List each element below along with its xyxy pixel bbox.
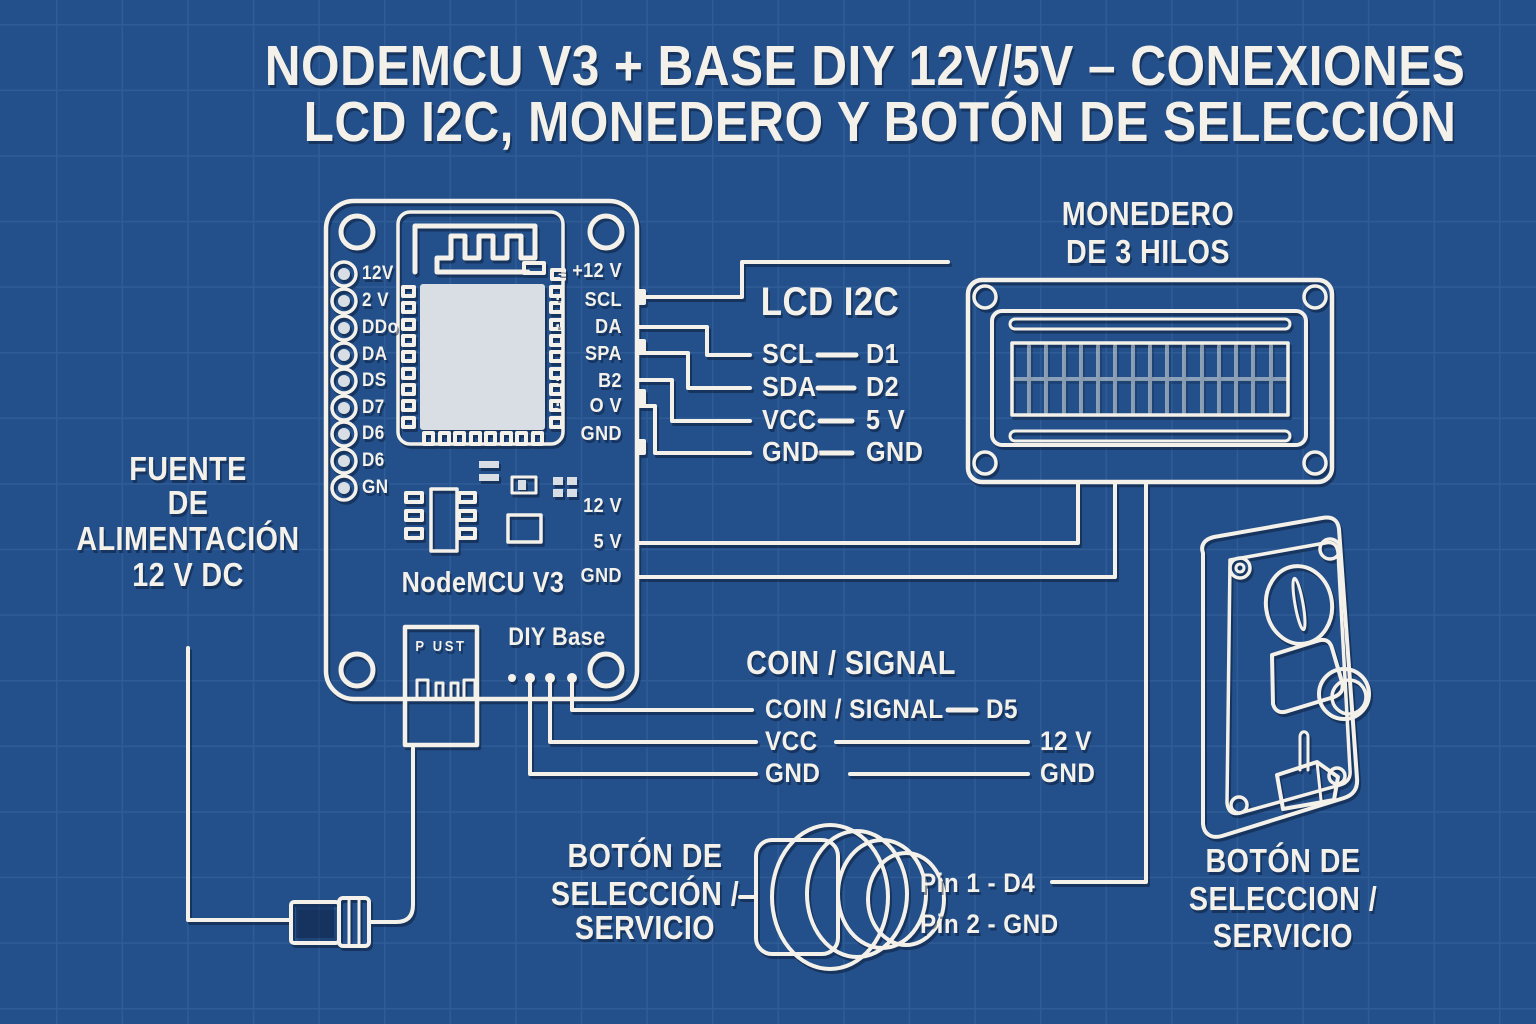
pin-label: GND: [580, 565, 622, 587]
mounting-hole-icon: [587, 651, 625, 689]
usb-connector-drawing: [402, 624, 480, 748]
pin-label: GN: [362, 477, 389, 498]
module-pads: [401, 261, 566, 446]
lcd-row-signal: SCL: [762, 338, 814, 369]
board-name-label: NodeMCU V3: [401, 567, 565, 599]
chip-icon: [506, 513, 543, 544]
pin-label: D7: [362, 397, 385, 418]
monedero-title: DE 3 HILOS: [1066, 233, 1230, 270]
wire-to-monedero-top: [635, 260, 950, 299]
lcd-row-pin: D1: [866, 338, 900, 369]
pin-label: +12 V: [572, 260, 622, 282]
wires-coin-section: [528, 681, 1030, 776]
pin-mark-icon: ▪: [556, 399, 560, 411]
wifi-antenna-icon: [412, 223, 538, 275]
wires-lcd-section: [635, 325, 859, 456]
coin-slot-icon: [1263, 564, 1335, 646]
pin-mark-icon: ▪: [556, 320, 560, 332]
mounting-hole-icon: [338, 213, 376, 251]
lcd-display-drawing: [965, 277, 1335, 485]
wires-power-to-lcd: [635, 482, 1117, 579]
mounting-hole-icon: [338, 651, 376, 689]
button-pin2-label: Pin 2 - GND: [920, 909, 1059, 939]
pin-label: B2: [598, 370, 622, 392]
pin-label: O V: [589, 395, 622, 417]
coin-row-signal: GND: [765, 758, 821, 788]
lcd-row-signal: GND: [762, 436, 820, 467]
pin-label: D6: [362, 450, 385, 471]
coin-row-pin: 12 V: [1040, 726, 1092, 756]
page-title-line1: NODEMCU V3 + BASE DIY 12V/5V – CONEXIONE…: [264, 34, 1466, 98]
pin-label: 12 V: [583, 495, 622, 517]
screw-icon: [972, 284, 998, 310]
power-supply-label: ALIMENTACIÓN: [76, 520, 300, 557]
lcd-row-pin: D2: [866, 371, 900, 402]
monedero-title: MONEDERO: [1061, 195, 1235, 232]
screw-icon: [1318, 537, 1342, 561]
coin-section-title: COIN / SIGNAL: [746, 644, 956, 681]
pin-label: 12V: [362, 263, 394, 284]
coin-row-signal: VCC: [765, 726, 818, 756]
base-bottom-pins: [508, 673, 577, 683]
screw-icon: [1228, 556, 1252, 580]
smd-component-icon: [510, 475, 538, 495]
button-label: SELECCIÓN /: [550, 875, 740, 912]
pin-mark-icon: ▪: [556, 347, 560, 359]
screw-icon: [1229, 795, 1249, 815]
power-supply-label: FUENTE: [129, 450, 247, 487]
lcd-row-pin: 5 V: [866, 404, 906, 435]
wire-d4: [1050, 482, 1148, 884]
button-label: BOTÓN DE: [567, 837, 723, 874]
reject-button-icon: [1270, 637, 1345, 715]
pin-mark-icon: ▪: [556, 293, 560, 305]
screw-icon: [1302, 450, 1328, 476]
pin-label: SCL: [584, 289, 622, 311]
coin-acceptor-button-label: BOTÓN DE: [1205, 842, 1361, 879]
pin-label: DS: [362, 370, 387, 391]
pin-label: D6: [362, 423, 385, 444]
button-label: SERVICIO: [574, 909, 716, 946]
coin-row-pin: D5: [986, 694, 1018, 724]
power-supply-label: 12 V DC: [132, 556, 244, 593]
diy-base-board-drawing: [323, 198, 646, 702]
pin-label: 5 V: [593, 531, 622, 553]
pin-label: GND: [580, 423, 622, 445]
page-title-line2: LCD I2C, MONEDERO Y BOTÓN DE SELECCIÓN: [303, 90, 1457, 154]
pin-label: DA: [595, 316, 622, 338]
power-supply-wire: [186, 646, 415, 948]
pin-label: SPA: [584, 343, 622, 365]
esp-chip-shield: [420, 284, 545, 430]
lcd-row-pin: GND: [866, 436, 924, 467]
push-button-drawing: [738, 823, 946, 971]
plug-tab-icon: [1275, 760, 1340, 811]
coin-row-pin: GND: [1040, 758, 1096, 788]
usb-label: P UST: [415, 638, 467, 655]
pin-mark-icon: =: [558, 264, 566, 280]
coin-row-signal: COIN / SIGNAL: [765, 694, 944, 724]
pin-label: DA: [362, 344, 388, 365]
pin-label: DDo: [362, 317, 399, 338]
lcd-row-signal: VCC: [762, 404, 817, 435]
base-name-label: DIY Base: [508, 623, 606, 651]
coin-acceptor-button-label: SERVICIO: [1212, 917, 1354, 954]
regulator-ic-icon: [429, 487, 459, 553]
mounting-hole-icon: [587, 213, 625, 251]
base-components-drawing: [404, 461, 577, 553]
left-pin-holes: [330, 260, 358, 502]
lcd-row-signal: SDA: [762, 371, 817, 402]
screw-icon: [972, 450, 998, 476]
pin-mark-icon: ▪: [556, 374, 560, 386]
coin-acceptor-button-label: SELECCION /: [1188, 880, 1378, 917]
pin-label: 2 V: [362, 290, 390, 311]
lcd-section-title: LCD I2C: [760, 280, 900, 324]
button-pin1-label: Pin 1 - D4: [920, 868, 1036, 898]
power-supply-label: DE: [167, 484, 209, 521]
lever-icon: [1298, 730, 1310, 772]
nodemcu-module-drawing: [396, 210, 566, 446]
screw-icon: [1302, 284, 1328, 310]
coin-acceptor-drawing: [1200, 515, 1371, 839]
